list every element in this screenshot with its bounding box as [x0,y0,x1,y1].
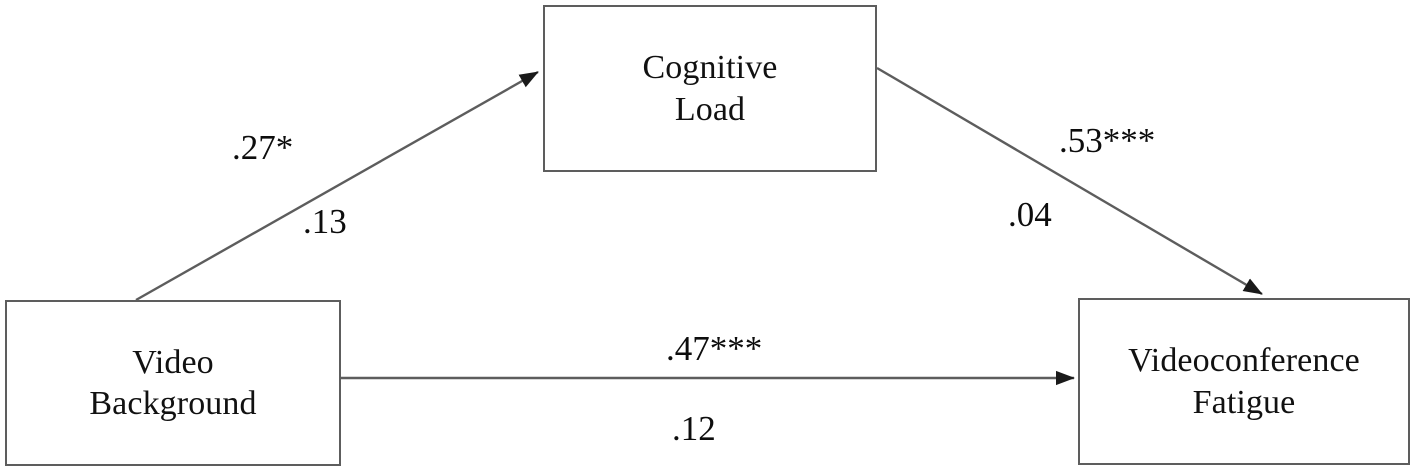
node-videoconference-fatigue-label: Videoconference Fatigue [1128,342,1360,421]
node-cognitive-load-label: Cognitive Load [642,49,778,128]
path-label-c-primary: .47*** [666,329,763,368]
path-label-b-primary: .53*** [1059,121,1156,160]
arrow-video-background-to-cognitive-load [135,70,539,302]
path-label-a-secondary: .13 [303,202,347,241]
node-videoconference-fatigue[interactable]: Videoconference Fatigue [1078,298,1410,465]
node-video-background-label: Video Background [89,343,257,422]
path-label-b-secondary: .04 [1008,195,1052,234]
path-label-c-secondary: .12 [672,409,716,448]
path-label-a-primary: .27* [232,128,294,167]
node-cognitive-load[interactable]: Cognitive Load [543,5,877,172]
node-video-background[interactable]: Video Background [5,300,341,466]
arrow-cognitive-load-to-videoconference-fatigue [876,66,1263,296]
